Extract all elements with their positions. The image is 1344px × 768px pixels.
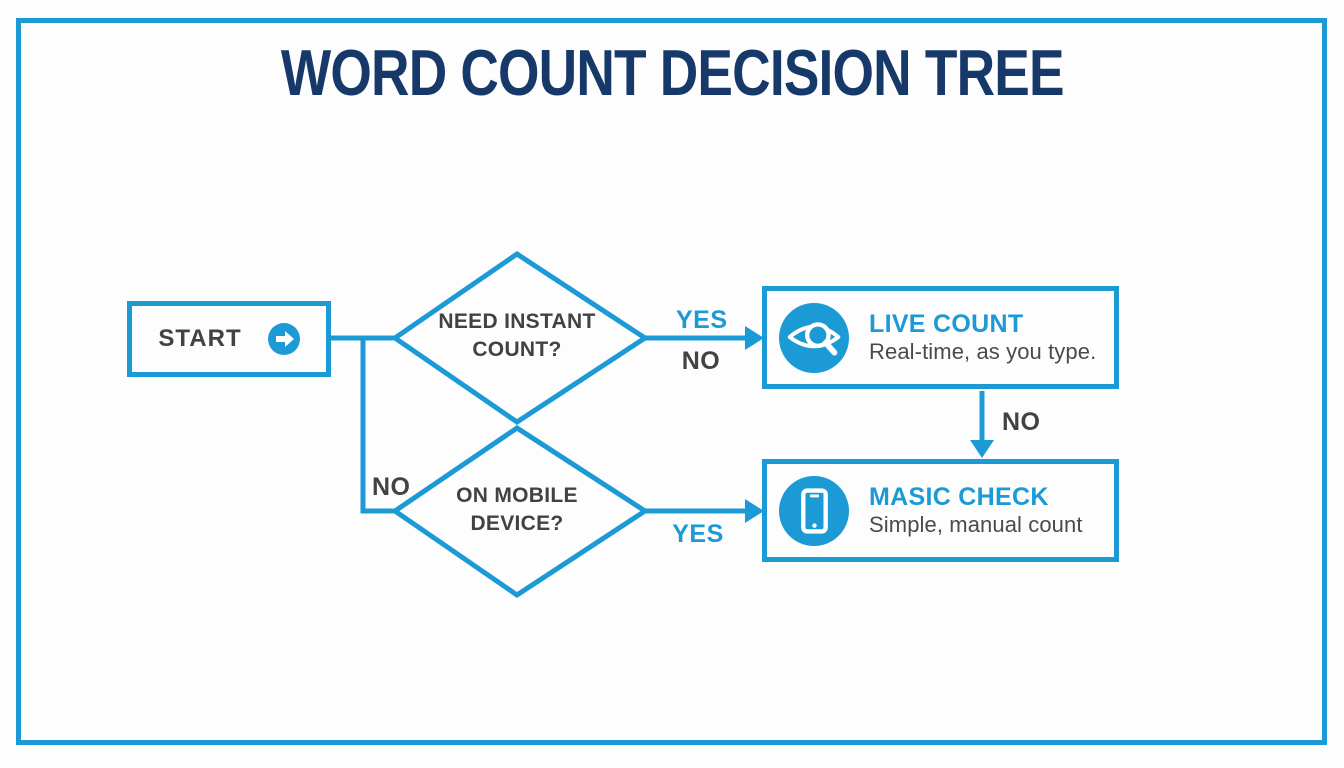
decision2-label-line1: ON MOBILE (456, 484, 578, 507)
edge-label-decision2-no: NO (372, 473, 411, 501)
arrowhead-decision1-to-livecount (745, 326, 764, 350)
livecount-subtitle: Real-time, as you type. (869, 339, 1097, 365)
edge-label-decision2-yes: YES (672, 520, 724, 548)
page-title-text: WORD COUNT DECISION TREE (280, 36, 1065, 109)
page-title: WORD COUNT DECISION TREE (0, 40, 1344, 105)
edge-label-decision1-yes: YES (676, 306, 728, 334)
masiccheck-node: MASIC CHECK Simple, manual count (762, 459, 1119, 562)
decision2-label: ON MOBILE DEVICE? (407, 482, 627, 539)
arrowhead-decision2-to-masiccheck (745, 499, 764, 523)
decision1-label-line2: COUNT? (472, 338, 562, 362)
livecount-title: LIVE COUNT (869, 309, 1024, 338)
smartphone-icon (779, 475, 849, 546)
arrow-right-circle-icon (267, 323, 300, 355)
decision1-label: NEED INSTANT COUNT? (407, 308, 627, 365)
decision1-label-line1: NEED INSTANT (438, 310, 596, 333)
masiccheck-title: MASIC CHECK (869, 482, 1049, 511)
decision2-label-line2: DEVICE? (470, 512, 564, 536)
decision2-diamond (390, 424, 650, 599)
arrowhead-livecount-to-masiccheck (970, 440, 994, 458)
start-node-label: START (158, 325, 242, 352)
connector-no-branch-to-decision2 (360, 338, 394, 514)
edge-label-decision1-no: NO (681, 347, 721, 375)
start-node: START (127, 301, 331, 377)
livecount-node: LIVE COUNT Real-time, as you type. (762, 286, 1119, 389)
masiccheck-subtitle: Simple, manual count (869, 512, 1083, 538)
edge-label-livecount-no: NO (1002, 408, 1041, 436)
eye-search-icon (779, 302, 849, 373)
decision1-diamond (390, 250, 650, 426)
